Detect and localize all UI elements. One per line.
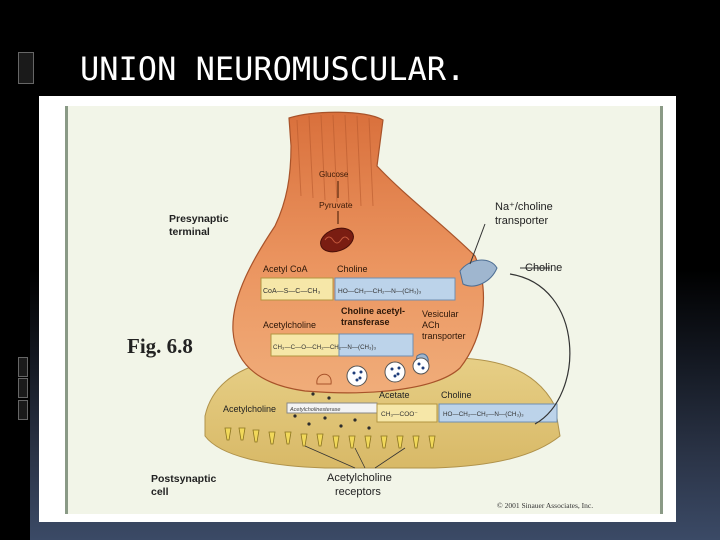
choline-right-label: Choline [525, 262, 562, 274]
vesicular-label-2: ACh [422, 320, 440, 330]
transporter-pointer [469, 223, 486, 265]
acetate-label: Acetate [379, 390, 410, 400]
ach-molecules [293, 392, 371, 430]
na-choline-label-2: transporter [495, 215, 549, 227]
acetate-box [376, 403, 438, 423]
slide-title: UNION NEUROMUSCULAR. [80, 50, 466, 88]
acetylcholine-receptors [224, 427, 436, 449]
acetylcholine-cleft-label: Acetylcholine [223, 404, 276, 414]
enzyme-label-2: transferase [341, 317, 390, 327]
decor-square [18, 357, 28, 377]
left-bar [0, 0, 30, 540]
na-choline-label-1: Na⁺/choline [495, 201, 553, 213]
acetylcholine-top-label: Acetylcholine [263, 320, 316, 330]
vesicular-label-1: Vesicular [422, 309, 459, 319]
choline-formula-bottom: HO—CH₂—CH₂—N—(CH₃)₃ [443, 411, 524, 418]
choline-box-bottom [438, 403, 558, 423]
choline-reuptake-arrow [509, 273, 571, 425]
postsynaptic-label-2: cell [151, 486, 169, 498]
ach-formula: CH₃—C—O—CH₂—CH₂—N—(CH₃)₃ [273, 344, 377, 351]
choline-formula: HO—CH₂—CH₂—N—(CH₃)₃ [338, 288, 422, 295]
decor-square [18, 378, 28, 398]
pyruvate-label: Pyruvate [319, 200, 353, 210]
presynaptic-label-1: Presynaptic [169, 213, 229, 225]
fig-label: Fig. 6.8 [127, 334, 193, 358]
enzyme-label-1: Choline acetyl- [341, 306, 405, 316]
decor-square [18, 52, 34, 84]
coa-formula: CoA—S—C—CH₃ [263, 288, 320, 295]
acetyl-coa-label: Acetyl CoA [263, 264, 308, 274]
axon-striations [296, 114, 374, 207]
receptors-label-2: receptors [335, 486, 381, 498]
ach-formula-box-right [338, 333, 414, 357]
receptors-label-1: Acetylcholine [327, 472, 392, 484]
glucose-label: Glucose [319, 170, 349, 179]
copyright-notice: © 2001 Sinauer Associates, Inc. [497, 501, 593, 510]
choline-formula-box [334, 277, 456, 301]
vesicular-label-3: transporter [422, 331, 466, 341]
mitochondrion-icon [320, 227, 354, 253]
postsynaptic-label-1: Postsynaptic [151, 473, 217, 485]
coa-formula-box [260, 277, 334, 301]
acetate-formula: CH₃—COO⁻ [381, 411, 418, 418]
figure-panel: Presynaptic terminal Fig. 6.8 Postsynapt… [65, 106, 663, 514]
fusing-vesicle [316, 373, 332, 385]
neuromuscular-diagram: Presynaptic terminal Fig. 6.8 Postsynapt… [127, 111, 593, 510]
presynaptic-label-2: terminal [169, 226, 210, 238]
presynaptic-terminal [232, 111, 484, 394]
receptor-pointers [304, 445, 406, 469]
choline-bottom-label: Choline [441, 390, 472, 400]
vesicles [346, 357, 430, 387]
decor-square [18, 400, 28, 420]
acetylcholinesterase-label: Acetylcholinesterase [289, 407, 340, 413]
choline-top-label: Choline [337, 264, 368, 274]
na-choline-transporter-icon [459, 259, 498, 287]
